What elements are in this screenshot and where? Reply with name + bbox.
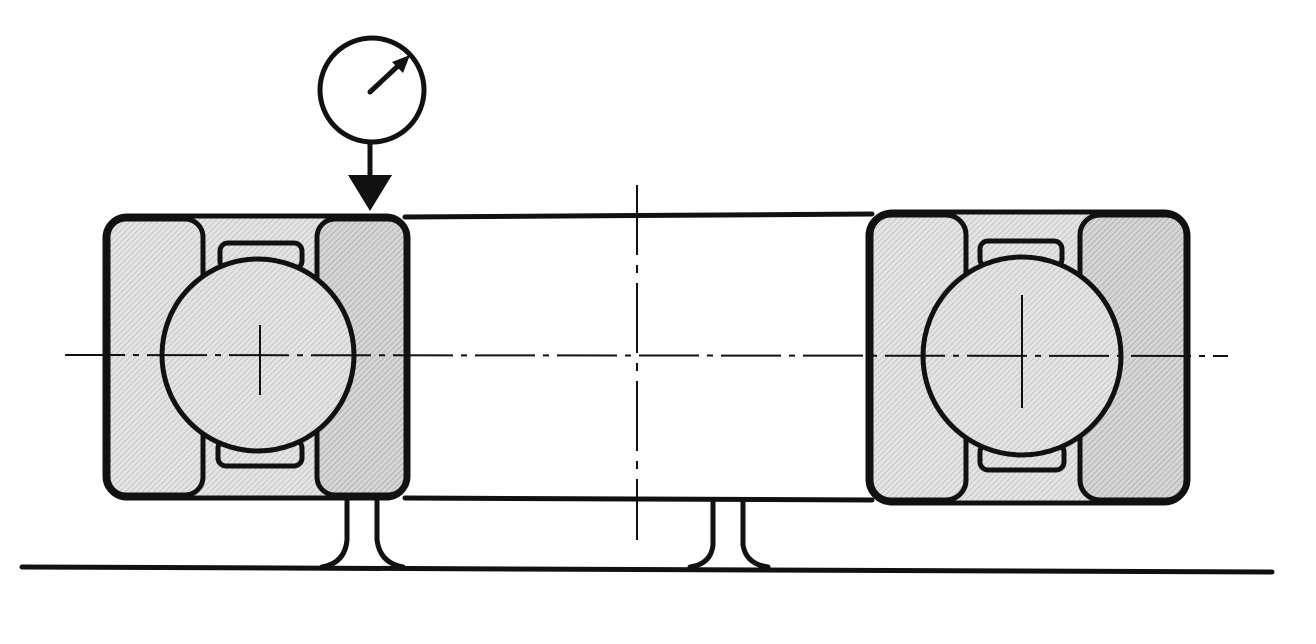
supports (319, 497, 771, 570)
ring-body (402, 211, 875, 503)
left-bearing (102, 213, 411, 501)
base-line (19, 564, 1275, 575)
right-bearing (865, 209, 1191, 506)
center-lines (64, 185, 1229, 540)
dial-gauge-icon (317, 35, 427, 211)
load-arrow-icon (348, 175, 392, 211)
